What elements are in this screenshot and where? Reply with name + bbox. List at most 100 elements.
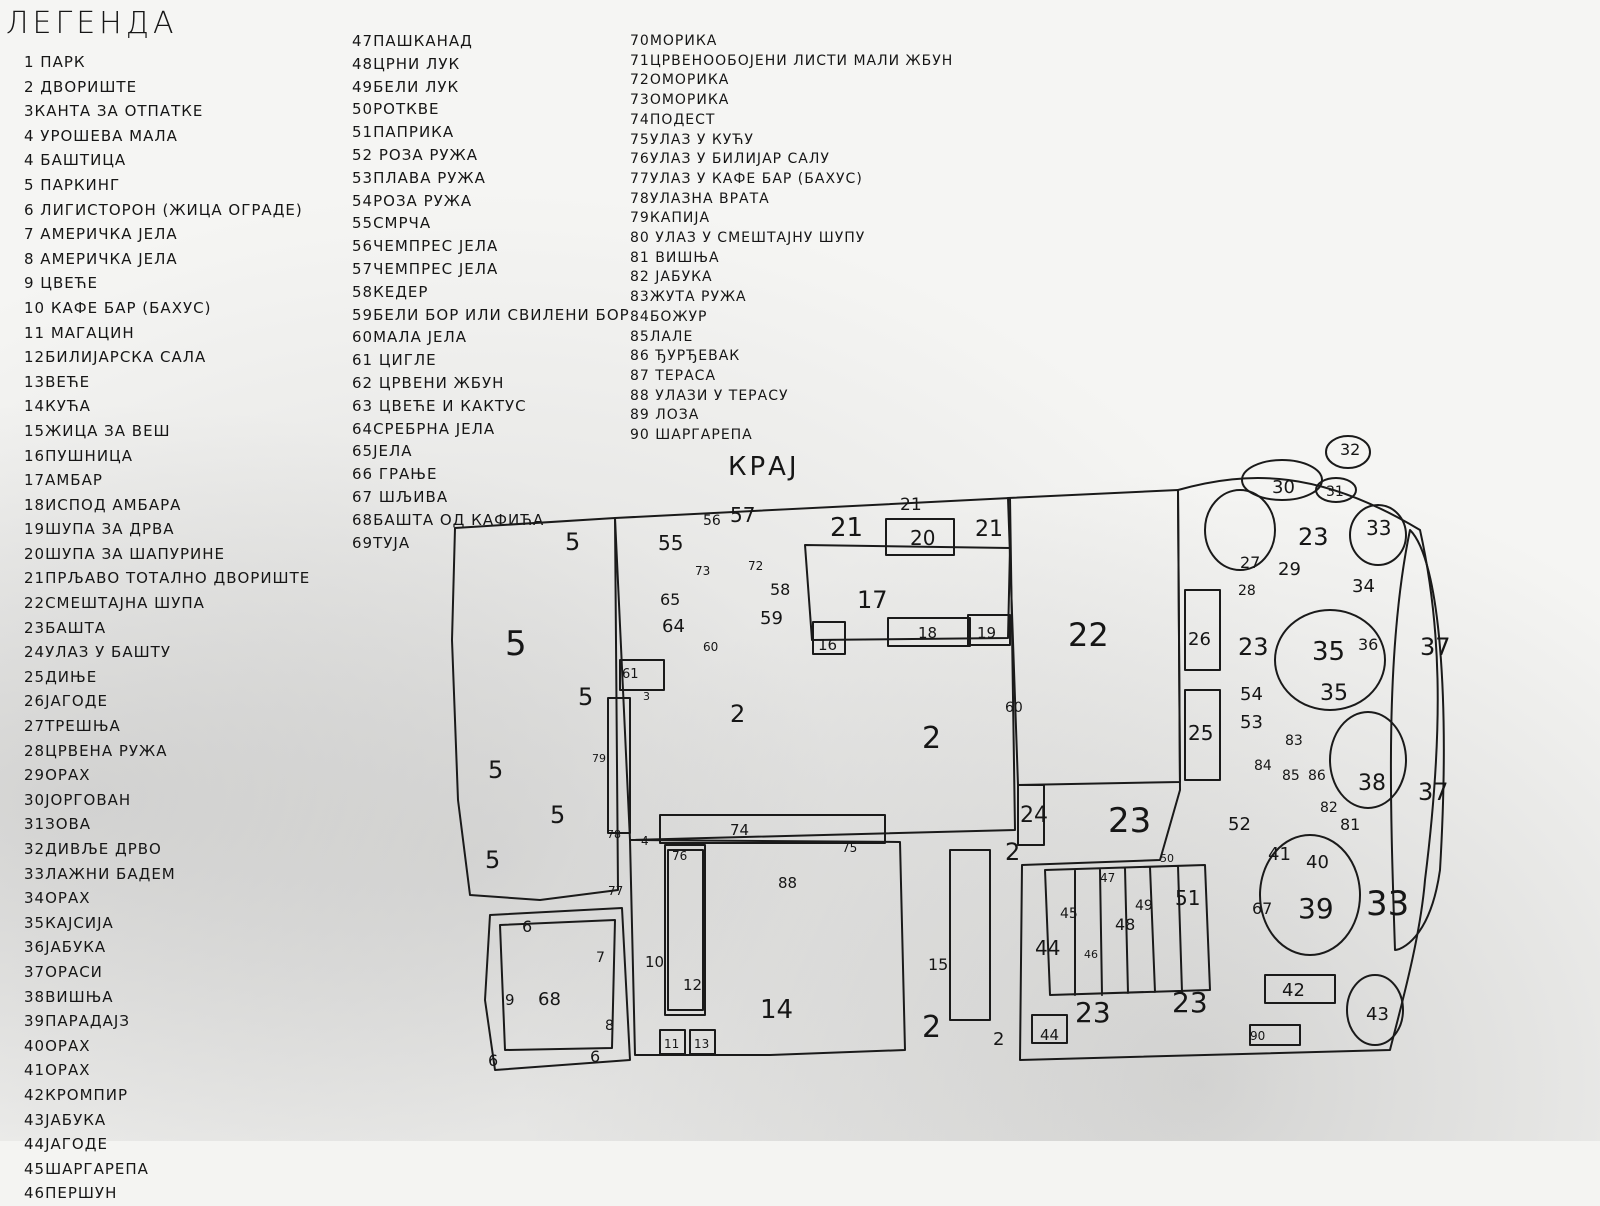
- park-label: 5: [565, 528, 580, 556]
- legend_col3-item: 77УЛАЗ У КАФЕ БАР (БАХУС): [630, 170, 863, 187]
- melons-25: [1184, 689, 1221, 781]
- rose83-label: 83: [1285, 733, 1303, 749]
- garden-boundary: [1019, 477, 1439, 1061]
- rose52-label: 52: [1228, 814, 1251, 835]
- gate-door-label: 78: [607, 828, 621, 841]
- legend_col1-item: 6 ЛИГИСТОРОН (ЖИЦА ОГРАДЕ): [24, 200, 303, 219]
- bin-label: 3: [643, 690, 650, 703]
- barn-area: [804, 544, 1011, 641]
- legend_col1-item: 8 АМЕРИЧКА ЈЕЛА: [24, 249, 178, 268]
- walnuts-label-2: 37: [1418, 778, 1449, 806]
- cafe-entry-label: 77: [608, 884, 623, 898]
- legend_col2-item: 50РОТКВЕ: [352, 100, 440, 119]
- shavings-shed-label: 20: [910, 526, 935, 550]
- billiard-entry-label: 76: [672, 849, 687, 863]
- bed-44-label: 44: [1035, 936, 1060, 960]
- clothesline-15: [949, 849, 991, 1021]
- legend_col1-item: 36ЈАБУКА: [24, 938, 107, 957]
- apricot-label: 35: [1312, 637, 1345, 667]
- legend_col2-item: 55СМРЧА: [352, 214, 432, 233]
- legend_col2-item: 62 ЦРВЕНИ ЖБУН: [352, 373, 505, 392]
- legend_col1-item: 42КРОМПИР: [24, 1085, 129, 1104]
- elder-31: [1315, 477, 1357, 503]
- legend_col2-item: 57ЧЕМПРЕС ЈЕЛА: [352, 259, 499, 278]
- legend_col3-item: 70МОРИКА: [630, 33, 718, 49]
- walnuts-label: 37: [1420, 633, 1451, 661]
- peony-label: 84: [1254, 758, 1272, 774]
- legend_col1-item: 13ВЕЋЕ: [24, 372, 91, 391]
- spruce-label: 55: [658, 531, 683, 555]
- billiard-label: 12: [683, 976, 702, 994]
- spruce73-label: 73: [695, 564, 710, 578]
- legend_col1-item: 21ПРЉАВО ТОТАЛНО ДВОРИШТЕ: [24, 569, 311, 588]
- legend_col1-item: 33ЛАЖНИ БАДЕМ: [24, 864, 176, 883]
- lily-label: 86: [1308, 768, 1326, 784]
- legend_col2-item: 49БЕЛИ ЛУК: [352, 77, 460, 96]
- legend_col1-item: 9 ЦВЕЋЕ: [24, 274, 98, 293]
- legend_col2-item: 48ЦРНИ ЛУК: [352, 54, 461, 73]
- smokehouse-label: 16: [818, 636, 837, 654]
- potato-label: 42: [1282, 980, 1305, 1001]
- legend_col1-item: 37ОРАСИ: [24, 962, 103, 981]
- bricks: [619, 659, 665, 691]
- legend_col3-item: 85ЛАЛЕ: [630, 328, 694, 345]
- cherry27-label: 27: [1240, 553, 1260, 572]
- garden-label: 23: [1108, 801, 1151, 841]
- park-boundary: [451, 517, 619, 901]
- legend_col2-item: 56ЧЕМПРЕС ЈЕЛА: [352, 237, 499, 256]
- legend_col1-item: 29ОРАХ: [24, 766, 91, 785]
- lilac-30: [1241, 459, 1323, 501]
- apricot-35: [1274, 609, 1386, 711]
- cafe-garden-label: 68: [538, 989, 561, 1010]
- legend_col1-item: 23БАШТА: [24, 618, 107, 637]
- legend_col1-item: 15ЖИЦА ЗА ВЕШ: [24, 421, 171, 440]
- legend_col1-item: 20ШУПА ЗА ШАПУРИНЕ: [24, 544, 225, 563]
- garden-entry-24: [1017, 784, 1045, 846]
- legend-title: ЛЕГЕНДА: [6, 6, 178, 41]
- legend_col1-item: 12БИЛИЈАРСКА САЛА: [24, 348, 207, 367]
- legend_col1-item: 1 ПАРК: [24, 53, 86, 71]
- fir7-label: 7: [596, 950, 605, 966]
- dirty-yard-label-2: 21: [900, 495, 922, 515]
- legend_col1-item: 28ЦРВЕНА РУЖА: [24, 741, 168, 760]
- gate-label: 79: [592, 752, 606, 765]
- legend_col1-item: 17АМБАР: [24, 471, 103, 490]
- bed-47-label: 47: [1100, 871, 1115, 885]
- fir65-label: 65: [660, 590, 680, 609]
- cafe-label: 10: [645, 953, 664, 971]
- legend_col2-item: 47ПАШКАНАД: [352, 32, 473, 50]
- legend_col2-item: 53ПЛАВА РУЖА: [352, 168, 486, 187]
- apple43-label: 43: [1366, 1004, 1389, 1025]
- legend_col1-item: 35КАЈСИЈА: [24, 913, 114, 932]
- legend_col1-item: 10 КАФЕ БАР (БАХУС): [24, 298, 212, 317]
- walnut-27: [1204, 489, 1276, 571]
- legend_col1-item: 2 ДВОРИШТЕ: [24, 77, 138, 96]
- tulips-label: 85: [1282, 768, 1300, 784]
- garden-label-4: 23: [1075, 996, 1111, 1029]
- spruce72-label: 72: [748, 559, 763, 573]
- legend_col1-item: 22СМЕШТАЈНА ШУПА: [24, 594, 205, 613]
- pine-label: 59: [760, 608, 783, 629]
- cafe-bar: [664, 844, 706, 1016]
- yard-label-4: 2: [922, 1010, 941, 1045]
- park-label-6: 5: [485, 846, 500, 874]
- legend_col1-item: 7 АМЕРИЧКА ЈЕЛА: [24, 225, 178, 244]
- podest-label: 74: [730, 821, 749, 839]
- shed11-label: 11: [664, 1037, 679, 1051]
- garden-beds: [1044, 864, 1211, 996]
- walnut40-label: 40: [1306, 852, 1329, 873]
- clothesline-label: 15: [928, 955, 948, 974]
- legend_col3-item: 74ПОДЕСТ: [630, 111, 716, 128]
- legend_col1-item: 26ЈАГОДЕ: [24, 692, 108, 711]
- bricks-label: 61: [622, 667, 639, 682]
- shed13-label: 13: [694, 1037, 709, 1051]
- garden-label-3: 23: [1238, 633, 1269, 661]
- walnut41-label: 41: [1268, 844, 1291, 865]
- podest-74: [659, 814, 886, 844]
- legend_col1-item: 27ТРЕШЊА: [24, 717, 121, 736]
- park-label-4: 5: [488, 756, 503, 784]
- walnut-39: [1259, 834, 1361, 956]
- park-label-5: 5: [550, 801, 565, 829]
- gate-90: [1249, 1024, 1301, 1046]
